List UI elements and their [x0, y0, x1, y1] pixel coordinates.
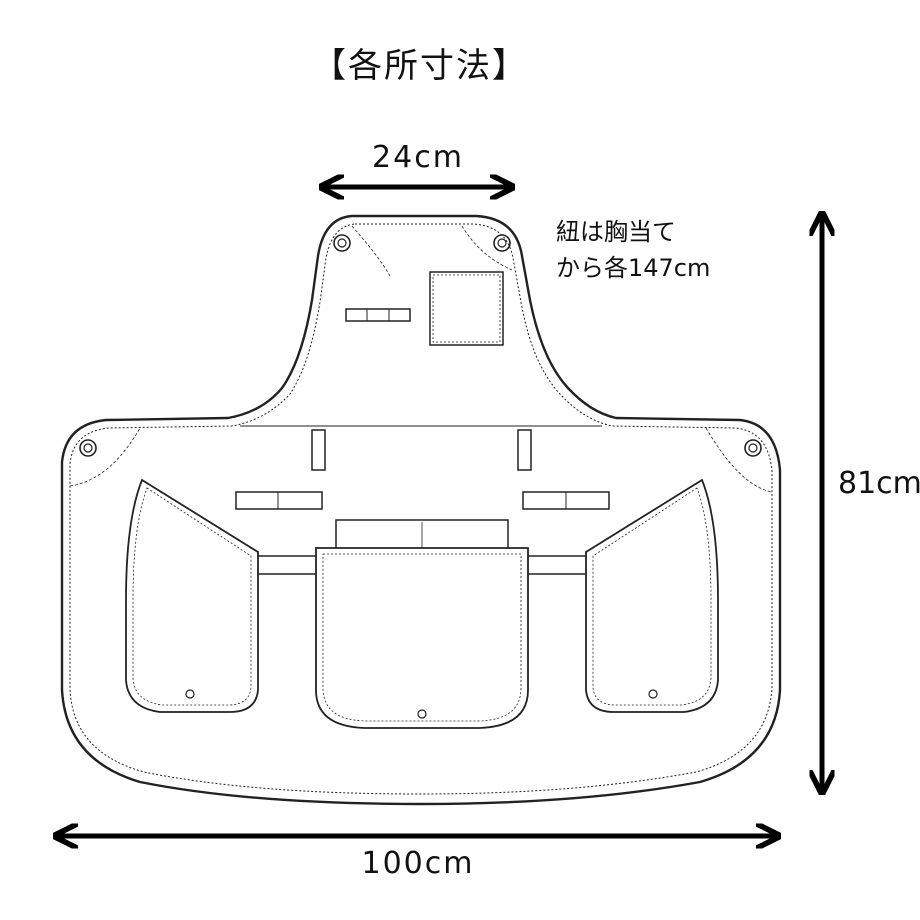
right-pocket — [585, 478, 719, 713]
apron-outline — [60, 214, 782, 806]
strap-note-line1: 紐は胸当て — [556, 218, 676, 246]
center-pocket — [315, 519, 529, 729]
bottom-width-label: 100cm — [361, 846, 475, 881]
top-width-label: 24cm — [372, 140, 464, 175]
bib-details — [345, 271, 504, 346]
strap-note: 紐は胸当て から各147cm — [556, 214, 710, 286]
height-label: 81cm — [838, 466, 920, 501]
loops — [235, 429, 610, 510]
left-pocket — [125, 478, 259, 713]
strap-note-line2: から各147cm — [556, 254, 711, 282]
eyelets — [69, 225, 773, 493]
page-title: 【各所寸法】 — [312, 46, 528, 86]
